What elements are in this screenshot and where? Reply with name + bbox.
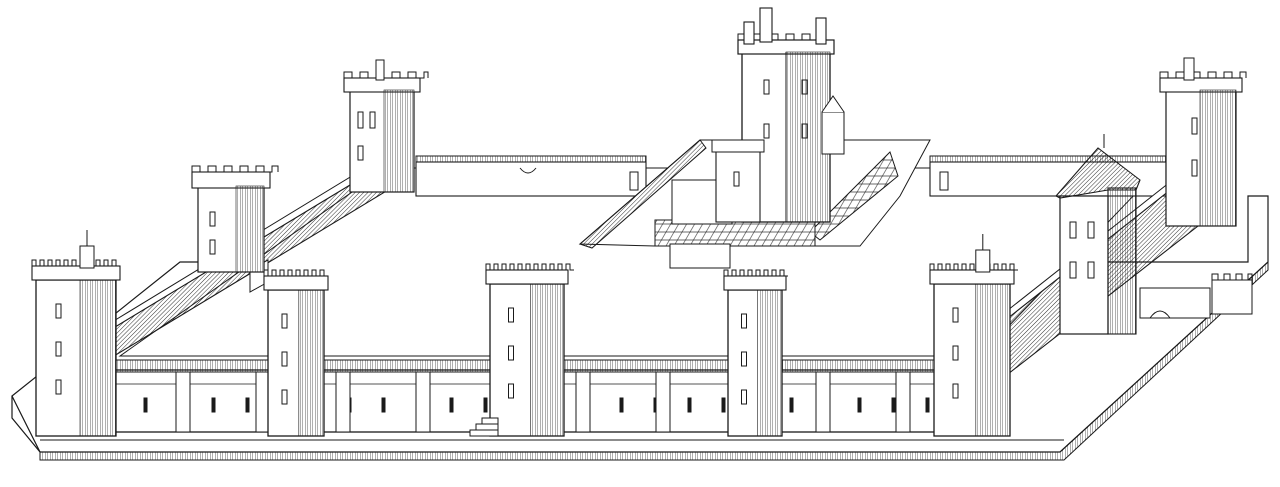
arrow-slit: [789, 397, 794, 413]
arrow-slit: [483, 397, 488, 413]
corner-tower-southwest: [31, 230, 121, 437]
arrow-slit: [245, 397, 250, 413]
tower-window: [741, 313, 747, 329]
arrow-slit: [449, 397, 454, 413]
buttress: [575, 371, 591, 433]
arrow-slit: [381, 397, 386, 413]
tower-row: [31, 230, 1018, 437]
arrow-slit: [891, 397, 896, 413]
donjon-tower: [711, 7, 845, 223]
tower-window: [281, 389, 288, 405]
tower-window: [508, 383, 514, 399]
tower-window: [952, 383, 959, 399]
north-curtain-wall: [415, 155, 1167, 197]
buttress: [335, 371, 351, 433]
gate-steps: [469, 417, 499, 437]
tower-window: [508, 345, 514, 361]
tower-window: [281, 351, 288, 367]
arrow-slit: [721, 397, 726, 413]
arrow-slit: [925, 397, 930, 413]
buttress: [175, 371, 191, 433]
gatehouse-pavilion: [1055, 134, 1141, 335]
midwall-tower-west: [191, 165, 279, 273]
tower-window: [741, 351, 747, 367]
corner-tower-northwest: [343, 59, 429, 193]
tower-window: [55, 303, 62, 319]
buttress: [815, 371, 831, 433]
arrow-slit: [857, 397, 862, 413]
buttress: [895, 371, 911, 433]
tower-window: [55, 341, 62, 357]
wall-tower-2: [723, 269, 788, 437]
buttress: [415, 371, 431, 433]
tower-window: [508, 307, 514, 323]
gate-tower-south: [485, 263, 574, 437]
tower-window: [952, 307, 959, 323]
arrow-slit: [619, 397, 624, 413]
tower-window: [55, 379, 62, 395]
wall-tower-1: [263, 269, 329, 437]
arrow-slit: [211, 397, 216, 413]
arrow-slit: [143, 397, 148, 413]
corner-tower-northeast: [1159, 57, 1247, 227]
arrow-slit: [687, 397, 692, 413]
tower-window: [952, 345, 959, 361]
buttress: [655, 371, 671, 433]
tower-window: [741, 389, 747, 405]
east-bridge: [1139, 273, 1253, 319]
corner-tower-southeast: [929, 234, 1018, 437]
tower-window: [281, 313, 288, 329]
